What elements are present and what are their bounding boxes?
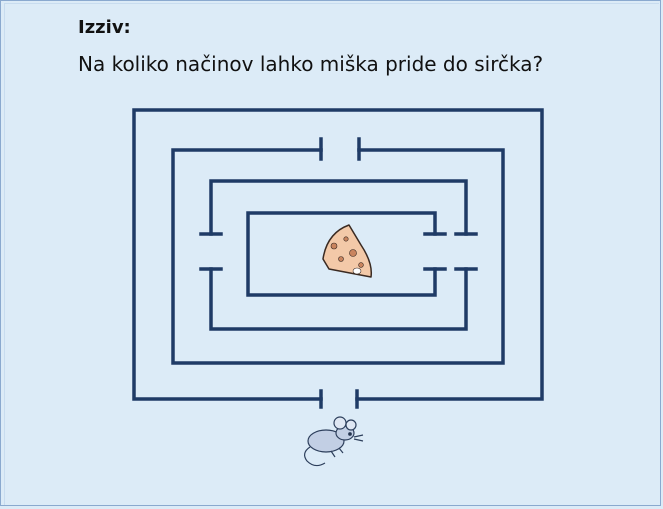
cheese-icon — [322, 224, 373, 278]
maze-inner-wall-upper — [246, 211, 437, 297]
challenge-heading: Izziv: — [78, 17, 131, 38]
maze-outer-wall — [132, 108, 544, 401]
maze-ring-3-wall-lower — [209, 267, 468, 331]
mouse-icon — [304, 416, 364, 467]
challenge-question: Na koliko načinov lahko miška pride do s… — [78, 52, 544, 76]
maze-ring-2-wall — [171, 148, 505, 365]
panel-edge — [4, 3, 659, 505]
maze-ring-3-wall — [209, 179, 468, 236]
